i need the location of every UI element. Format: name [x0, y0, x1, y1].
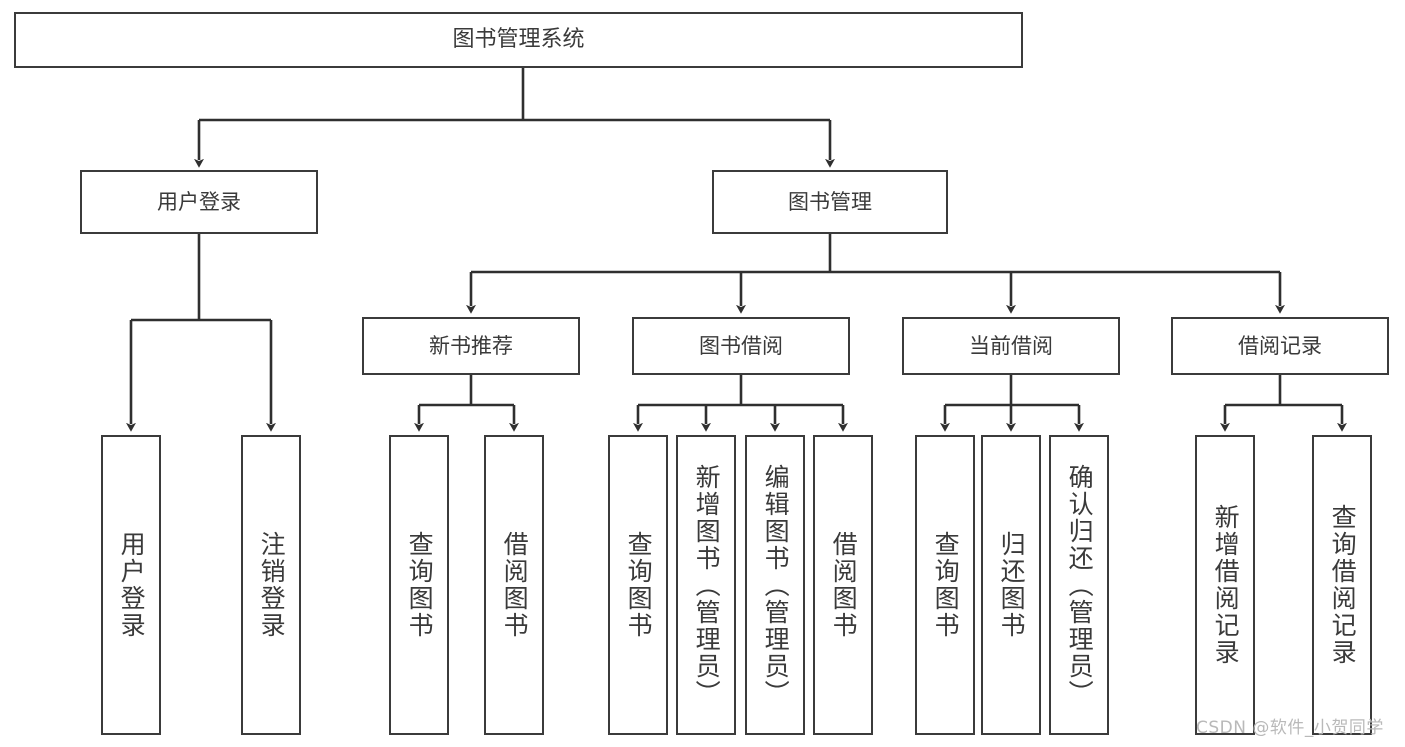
node-label: 注销登录 — [257, 531, 287, 639]
node-label: 确认归还（管理员） — [1065, 463, 1095, 707]
leaf-add-borrow-record[interactable]: 新增借阅记录 — [1195, 435, 1255, 735]
node-book-borrow[interactable]: 图书借阅 — [632, 317, 850, 375]
node-label: 图书借阅 — [699, 333, 783, 358]
node-label: 查询图书 — [624, 531, 654, 639]
node-borrow-record[interactable]: 借阅记录 — [1171, 317, 1389, 375]
leaf-add-book-admin[interactable]: 新增图书（管理员） — [676, 435, 736, 735]
node-label: 图书管理系统 — [452, 27, 585, 53]
node-label: 借阅图书 — [500, 531, 530, 639]
node-root-system[interactable]: 图书管理系统 — [14, 12, 1023, 68]
leaf-confirm-return-admin[interactable]: 确认归还（管理员） — [1049, 435, 1109, 735]
node-label: 用户登录 — [117, 531, 147, 639]
leaf-query-book-current[interactable]: 查询图书 — [915, 435, 975, 735]
node-label: 归还图书 — [997, 531, 1027, 639]
leaf-borrow-book-recommend[interactable]: 借阅图书 — [484, 435, 544, 735]
node-new-book-recommend[interactable]: 新书推荐 — [362, 317, 580, 375]
csdn-watermark: CSDN @软件_小贺同学 — [1196, 718, 1384, 738]
leaf-user-login[interactable]: 用户登录 — [101, 435, 161, 735]
leaf-query-book-recommend[interactable]: 查询图书 — [389, 435, 449, 735]
leaf-edit-book-admin[interactable]: 编辑图书（管理员） — [745, 435, 805, 735]
node-label: 查询图书 — [931, 531, 961, 639]
node-label: 新增借阅记录 — [1211, 504, 1241, 666]
leaf-query-book-borrow[interactable]: 查询图书 — [608, 435, 668, 735]
node-book-manage[interactable]: 图书管理 — [712, 170, 948, 234]
node-label: 新增图书（管理员） — [692, 463, 722, 707]
node-label: 当前借阅 — [969, 333, 1053, 358]
leaf-logout-login[interactable]: 注销登录 — [241, 435, 301, 735]
node-label: 编辑图书（管理员） — [761, 463, 791, 707]
node-current-borrow[interactable]: 当前借阅 — [902, 317, 1120, 375]
leaf-borrow-book[interactable]: 借阅图书 — [813, 435, 873, 735]
node-label: 图书管理 — [788, 189, 872, 214]
node-label: 用户登录 — [157, 189, 241, 214]
node-label: 新书推荐 — [429, 333, 513, 358]
node-label: 查询图书 — [405, 531, 435, 639]
leaf-query-borrow-record[interactable]: 查询借阅记录 — [1312, 435, 1372, 735]
node-user-login[interactable]: 用户登录 — [80, 170, 318, 234]
leaf-return-book[interactable]: 归还图书 — [981, 435, 1041, 735]
node-label: 查询借阅记录 — [1328, 504, 1358, 666]
node-label: 借阅记录 — [1238, 333, 1322, 358]
node-label: 借阅图书 — [829, 531, 859, 639]
